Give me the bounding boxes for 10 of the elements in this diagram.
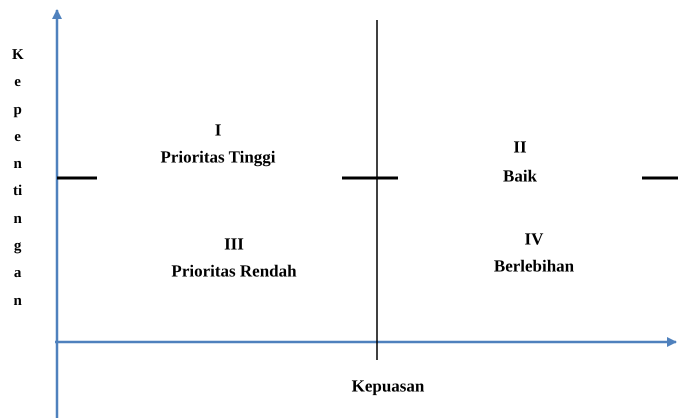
axis-title: Kepentingan: [12, 46, 24, 311]
quadrant-label: Berlebihan: [494, 258, 574, 276]
axis-title: Kepuasan: [352, 378, 424, 396]
quadrant-label: Prioritas Rendah: [171, 262, 297, 282]
quadrant-number: III: [224, 236, 244, 254]
quadrant-number: I: [214, 122, 222, 140]
quadrant-number: IV: [524, 230, 544, 250]
quadrant-label: Baik: [502, 168, 538, 186]
quadrant-label: Prioritas Tinggi: [160, 148, 276, 168]
quadrant-number: II: [513, 138, 527, 158]
